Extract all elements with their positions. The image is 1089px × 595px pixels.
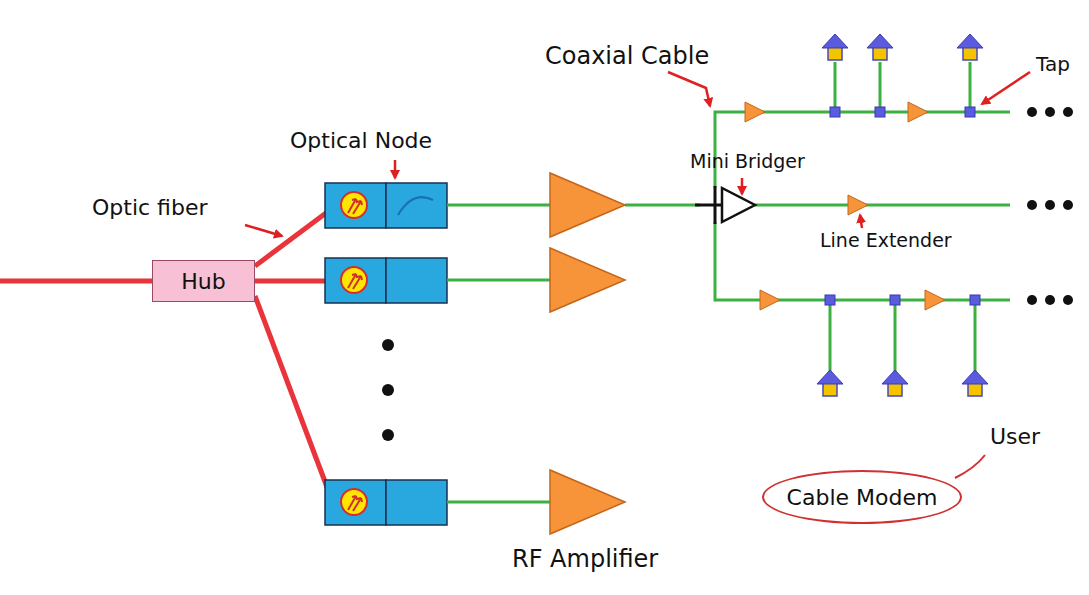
tap xyxy=(825,107,980,305)
coaxial-cable xyxy=(447,62,1010,502)
optic-fiber xyxy=(0,210,330,495)
hub-box: Hub xyxy=(152,260,255,302)
optical-node xyxy=(325,183,447,525)
rf-amplifier xyxy=(550,173,625,534)
part-label: Coaxial Cable xyxy=(545,42,709,71)
line-extender xyxy=(745,102,945,310)
callout-oval: Cable Modem xyxy=(762,470,962,524)
mini-bridger xyxy=(695,186,755,224)
ellipsis-dots xyxy=(382,107,1073,441)
node-text: Hub xyxy=(181,269,225,294)
part-label: Mini Bridger xyxy=(690,150,805,173)
part-label: Optical Node xyxy=(290,128,432,154)
part-label: User xyxy=(990,424,1040,450)
leader-arrow xyxy=(245,72,1030,236)
callout-tail xyxy=(955,455,985,478)
part-label: Optic fiber xyxy=(92,195,208,221)
part-label: Tap xyxy=(1036,52,1070,76)
part-label: Line Extender xyxy=(820,229,952,252)
part-label: RF Amplifier xyxy=(512,545,658,574)
node-text: Cable Modem xyxy=(787,485,938,510)
user-house xyxy=(817,34,988,396)
